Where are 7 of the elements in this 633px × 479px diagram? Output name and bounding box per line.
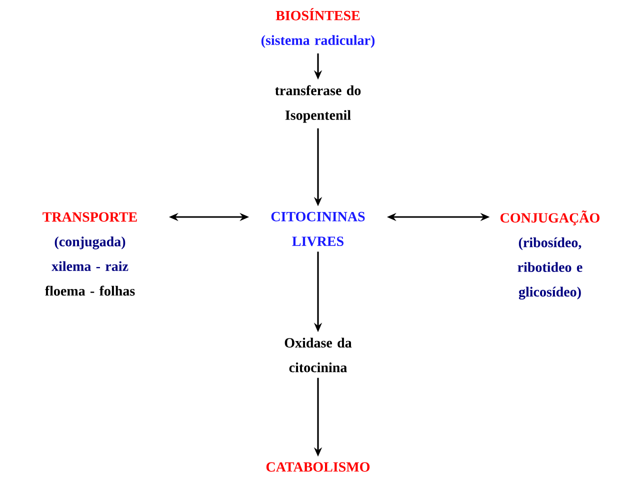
text-label: CATABOLISMO	[266, 462, 370, 472]
text-label: CONJUGAÇÃO (ribosídeo, ribotideo e glicosídeo)	[500, 210, 600, 300]
text-label: Oxidase da citocinina	[284, 338, 352, 372]
text-label: TRANSPORTE (conjugada) xilema - raiz floema - folhas	[42, 212, 137, 296]
text-label: CITOCININAS LIVRES	[271, 212, 365, 246]
text-label: BIOSÍNTESE (sistema radicular)	[261, 8, 375, 48]
text-label: transferase do Isopentenil	[275, 85, 361, 123]
